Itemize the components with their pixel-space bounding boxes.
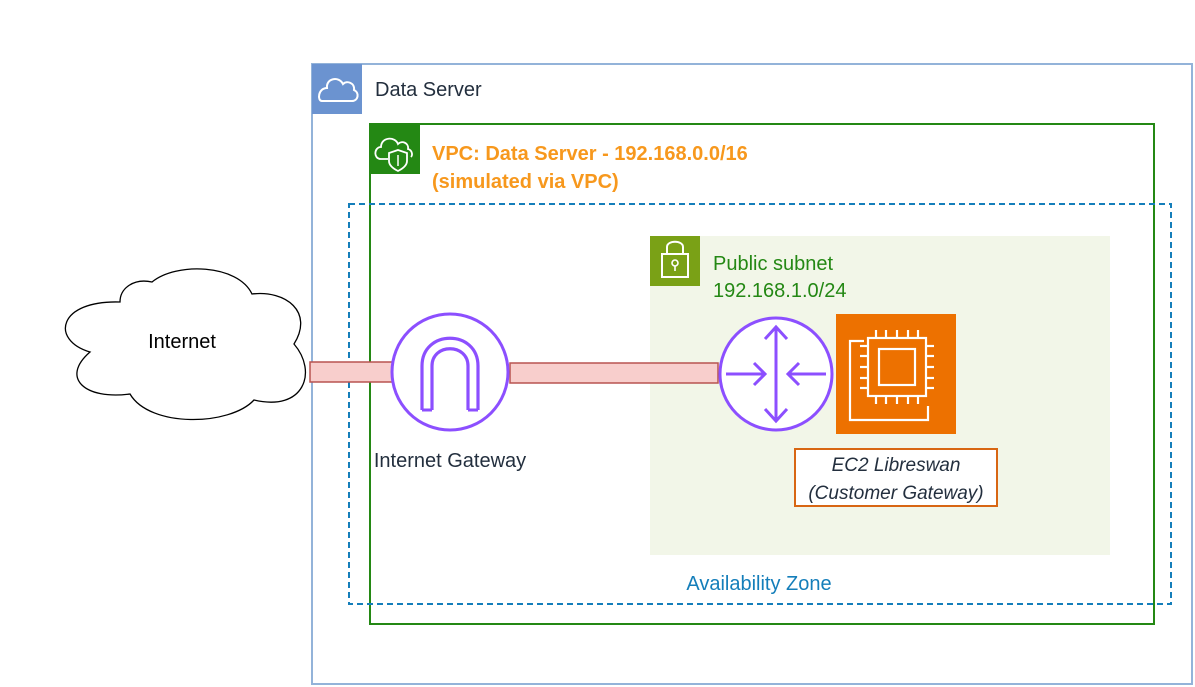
cloud-icon bbox=[312, 64, 362, 114]
vpc-title-line1: VPC: Data Server - 192.168.0.0/16 bbox=[432, 143, 748, 165]
availability-zone-border bbox=[348, 203, 1172, 605]
ec2-instance-label: EC2 Libreswan (Customer Gateway) bbox=[794, 448, 998, 507]
public-subnet-name: Public subnet bbox=[713, 253, 834, 275]
padlock-icon bbox=[650, 236, 700, 286]
cloud-group-title: Data Server bbox=[375, 79, 482, 101]
ec2-chip-icon bbox=[836, 314, 956, 434]
public-subnet-title: Public subnet 192.168.1.0/24 bbox=[713, 251, 846, 305]
internet-gateway-icon bbox=[390, 312, 510, 432]
internet-cloud-shape bbox=[64, 268, 307, 421]
router-icon bbox=[718, 316, 834, 432]
internet-to-gateway-connector bbox=[309, 361, 397, 383]
internet-gateway-label: Internet Gateway bbox=[373, 450, 527, 472]
availability-zone-label: Availability Zone bbox=[686, 573, 832, 595]
ec2-instance-label-line1: EC2 Libreswan bbox=[831, 455, 961, 476]
gateway-to-router-connector bbox=[509, 362, 719, 384]
vpc-cloud-shield-icon bbox=[370, 124, 420, 174]
ec2-instance-label-line2: (Customer Gateway) bbox=[808, 483, 984, 504]
vpc-title-line2: (simulated via VPC) bbox=[432, 171, 619, 193]
vpc-title: VPC: Data Server - 192.168.0.0/16 (simul… bbox=[432, 140, 748, 196]
internet-label: Internet bbox=[148, 331, 216, 353]
public-subnet-cidr: 192.168.1.0/24 bbox=[713, 280, 847, 302]
